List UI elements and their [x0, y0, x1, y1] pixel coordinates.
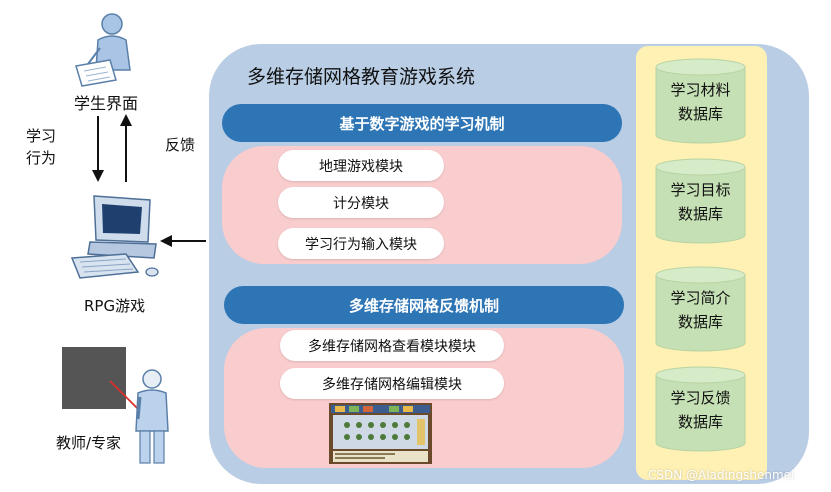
game-screenshot-thumbnail [329, 403, 432, 464]
rpg-game-label: RPG游戏 [84, 297, 146, 315]
database-name-line2: 数据库 [677, 313, 723, 331]
learning-behavior-label-line2: 行为 [26, 149, 57, 167]
grid-view-module: 多维存储网格查看模块模块 [280, 330, 504, 361]
database-cylinder-icon [655, 158, 746, 244]
database-name-line1: 学习简介 [670, 289, 731, 307]
feedback-label: 反馈 [165, 136, 196, 154]
student-icon [70, 8, 142, 88]
feedback-mechanism-header: 多维存储网格反馈机制 [224, 286, 624, 324]
watermark: CSDN @Aladingshenmei [648, 468, 795, 482]
student-interface-label: 学生界面 [74, 94, 139, 113]
learning-behavior-input-module: 学习行为输入模块 [278, 228, 444, 259]
database-cylinder-icon [655, 366, 746, 452]
teacher-expert-label: 教师/专家 [56, 434, 122, 452]
database-name-line2: 数据库 [677, 105, 723, 123]
database-name-line2: 数据库 [677, 205, 723, 223]
learning-mechanism-header: 基于数字游戏的学习机制 [222, 104, 622, 142]
learning-behavior-label-line1: 学习 [26, 127, 57, 145]
learning-feedback-database: 学习反馈 数据库 [655, 366, 746, 452]
geography-game-module: 地理游戏模块 [278, 150, 444, 181]
scoring-module: 计分模块 [278, 187, 444, 218]
learning-material-database: 学习材料 数据库 [655, 58, 746, 144]
database-name-line1: 学习目标 [670, 181, 731, 199]
database-name-line2: 数据库 [677, 413, 723, 431]
learning-intro-database: 学习简介 数据库 [655, 266, 746, 352]
database-name-line1: 学习反馈 [670, 389, 731, 407]
database-cylinder-icon [655, 58, 746, 144]
teacher-icon [58, 345, 178, 467]
database-cylinder-icon [655, 266, 746, 352]
learning-goal-database: 学习目标 数据库 [655, 158, 746, 244]
system-title: 多维存储网格教育游戏系统 [247, 66, 476, 88]
database-name-line1: 学习材料 [670, 81, 731, 99]
system-to-game-arrow [160, 235, 206, 247]
grid-edit-module: 多维存储网格编辑模块 [280, 368, 504, 399]
computer-icon [66, 192, 166, 282]
flow-arrows [92, 114, 132, 182]
